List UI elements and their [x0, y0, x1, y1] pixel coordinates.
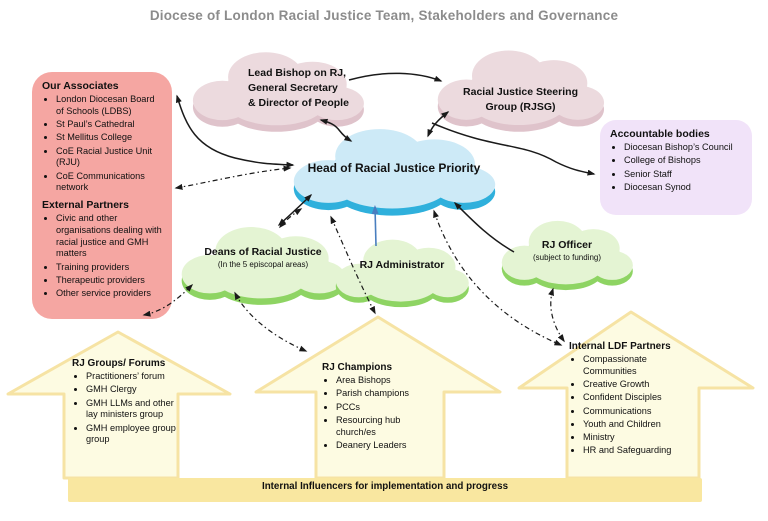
- external-partners-heading: External Partners: [42, 199, 129, 212]
- list-item: Communications: [583, 406, 701, 418]
- rj-groups-forums-list: Practitioners’ forum GMH Clergy GMH LLMs…: [72, 371, 184, 446]
- rj-champions-list: Area Bishops Parish champions PCCs Resou…: [322, 375, 442, 452]
- list-item: London Diocesan Board of Schools (LDBS): [56, 94, 162, 118]
- list-item: Deanery Leaders: [336, 440, 442, 452]
- list-item: Confident Disciples: [583, 392, 701, 404]
- list-item: Diocesan Synod: [624, 182, 742, 194]
- external-partners-list: Civic and other organisations dealing wi…: [42, 213, 162, 300]
- list-item: College of Bishops: [624, 155, 742, 167]
- page-title: Diocese of London Racial Justice Team, S…: [149, 8, 619, 23]
- bottom-bar-label: Internal Influencers for implementation …: [261, 481, 509, 492]
- internal-ldf-partners-list: Compassionate Communities Creative Growt…: [569, 354, 701, 457]
- list-item: GMH Clergy: [86, 384, 184, 396]
- rj-administrator-cloud: RJ Administrator: [332, 231, 472, 309]
- cloud-label: RJ Officer (subject to funding): [532, 239, 602, 263]
- accountable-bodies-box: Accountable bodies Diocesan Bishop’s Cou…: [600, 120, 752, 215]
- cloud-label: Deans of Racial Justice (In the 5 episco…: [204, 246, 322, 270]
- list-item: Other service providers: [56, 288, 162, 300]
- rj-groups-forums-heading: RJ Groups/ Forums: [72, 358, 166, 369]
- list-item: Therapeutic providers: [56, 275, 162, 287]
- list-item: Diocesan Bishop’s Council: [624, 142, 742, 154]
- list-item: Training providers: [56, 262, 162, 274]
- list-item: Compassionate Communities: [583, 354, 701, 378]
- cloud-label: Racial Justice Steering Group (RJSG): [463, 86, 578, 114]
- deans-of-rj-cloud: Deans of Racial Justice (In the 5 episco…: [177, 217, 349, 307]
- list-item: St Paul’s Cathedral: [56, 119, 162, 131]
- cloud-label: RJ Administrator: [359, 259, 445, 271]
- cloud-label: Lead Bishop on RJ, General Secretary & D…: [248, 67, 349, 110]
- rj-groups-forums-text: RJ Groups/ Forums Practitioners’ forum G…: [72, 358, 184, 451]
- list-item: GMH employee group group: [86, 423, 184, 447]
- our-associates-heading: Our Associates: [42, 80, 119, 92]
- accountable-bodies-heading: Accountable bodies: [610, 128, 710, 140]
- rj-champions-text: RJ Champions Area Bishops Parish champio…: [322, 362, 442, 457]
- list-item: Youth and Children: [583, 419, 701, 431]
- internal-ldf-partners-heading: Internal LDF Partners: [569, 341, 671, 352]
- internal-ldf-partners-text: Internal LDF Partners Compassionate Comm…: [569, 341, 701, 462]
- rj-champions-heading: RJ Champions: [322, 362, 393, 373]
- list-item: HR and Safeguarding: [583, 445, 701, 457]
- list-item: Civic and other organisations dealing wi…: [56, 213, 162, 260]
- rjsg-cloud: Racial Justice Steering Group (RJSG): [433, 40, 608, 134]
- list-item: CoE Racial Justice Unit (RJU): [56, 146, 162, 170]
- accountable-bodies-list: Diocesan Bishop’s Council College of Bis…: [610, 142, 742, 194]
- list-item: PCCs: [336, 402, 442, 414]
- head-of-rj-cloud: Head of Racial Justice Priority: [288, 118, 500, 218]
- list-item: St Mellitus College: [56, 132, 162, 144]
- our-associates-list: London Diocesan Board of Schools (LDBS) …: [42, 94, 162, 194]
- list-item: Parish champions: [336, 388, 442, 400]
- list-item: Creative Growth: [583, 379, 701, 391]
- cloud-label: Head of Racial Justice Priority: [307, 161, 481, 175]
- rj-officer-cloud: RJ Officer (subject to funding): [498, 212, 636, 292]
- list-item: Senior Staff: [624, 169, 742, 181]
- list-item: Ministry: [583, 432, 701, 444]
- list-item: Practitioners’ forum: [86, 371, 184, 383]
- list-item: Resourcing hub church/es: [336, 415, 442, 439]
- list-item: GMH LLMs and other lay ministers group: [86, 398, 184, 422]
- list-item: CoE Communications network: [56, 171, 162, 195]
- bottom-bar: [68, 478, 702, 502]
- list-item: Area Bishops: [336, 375, 442, 387]
- our-associates-box: Our Associates London Diocesan Board of …: [32, 72, 172, 319]
